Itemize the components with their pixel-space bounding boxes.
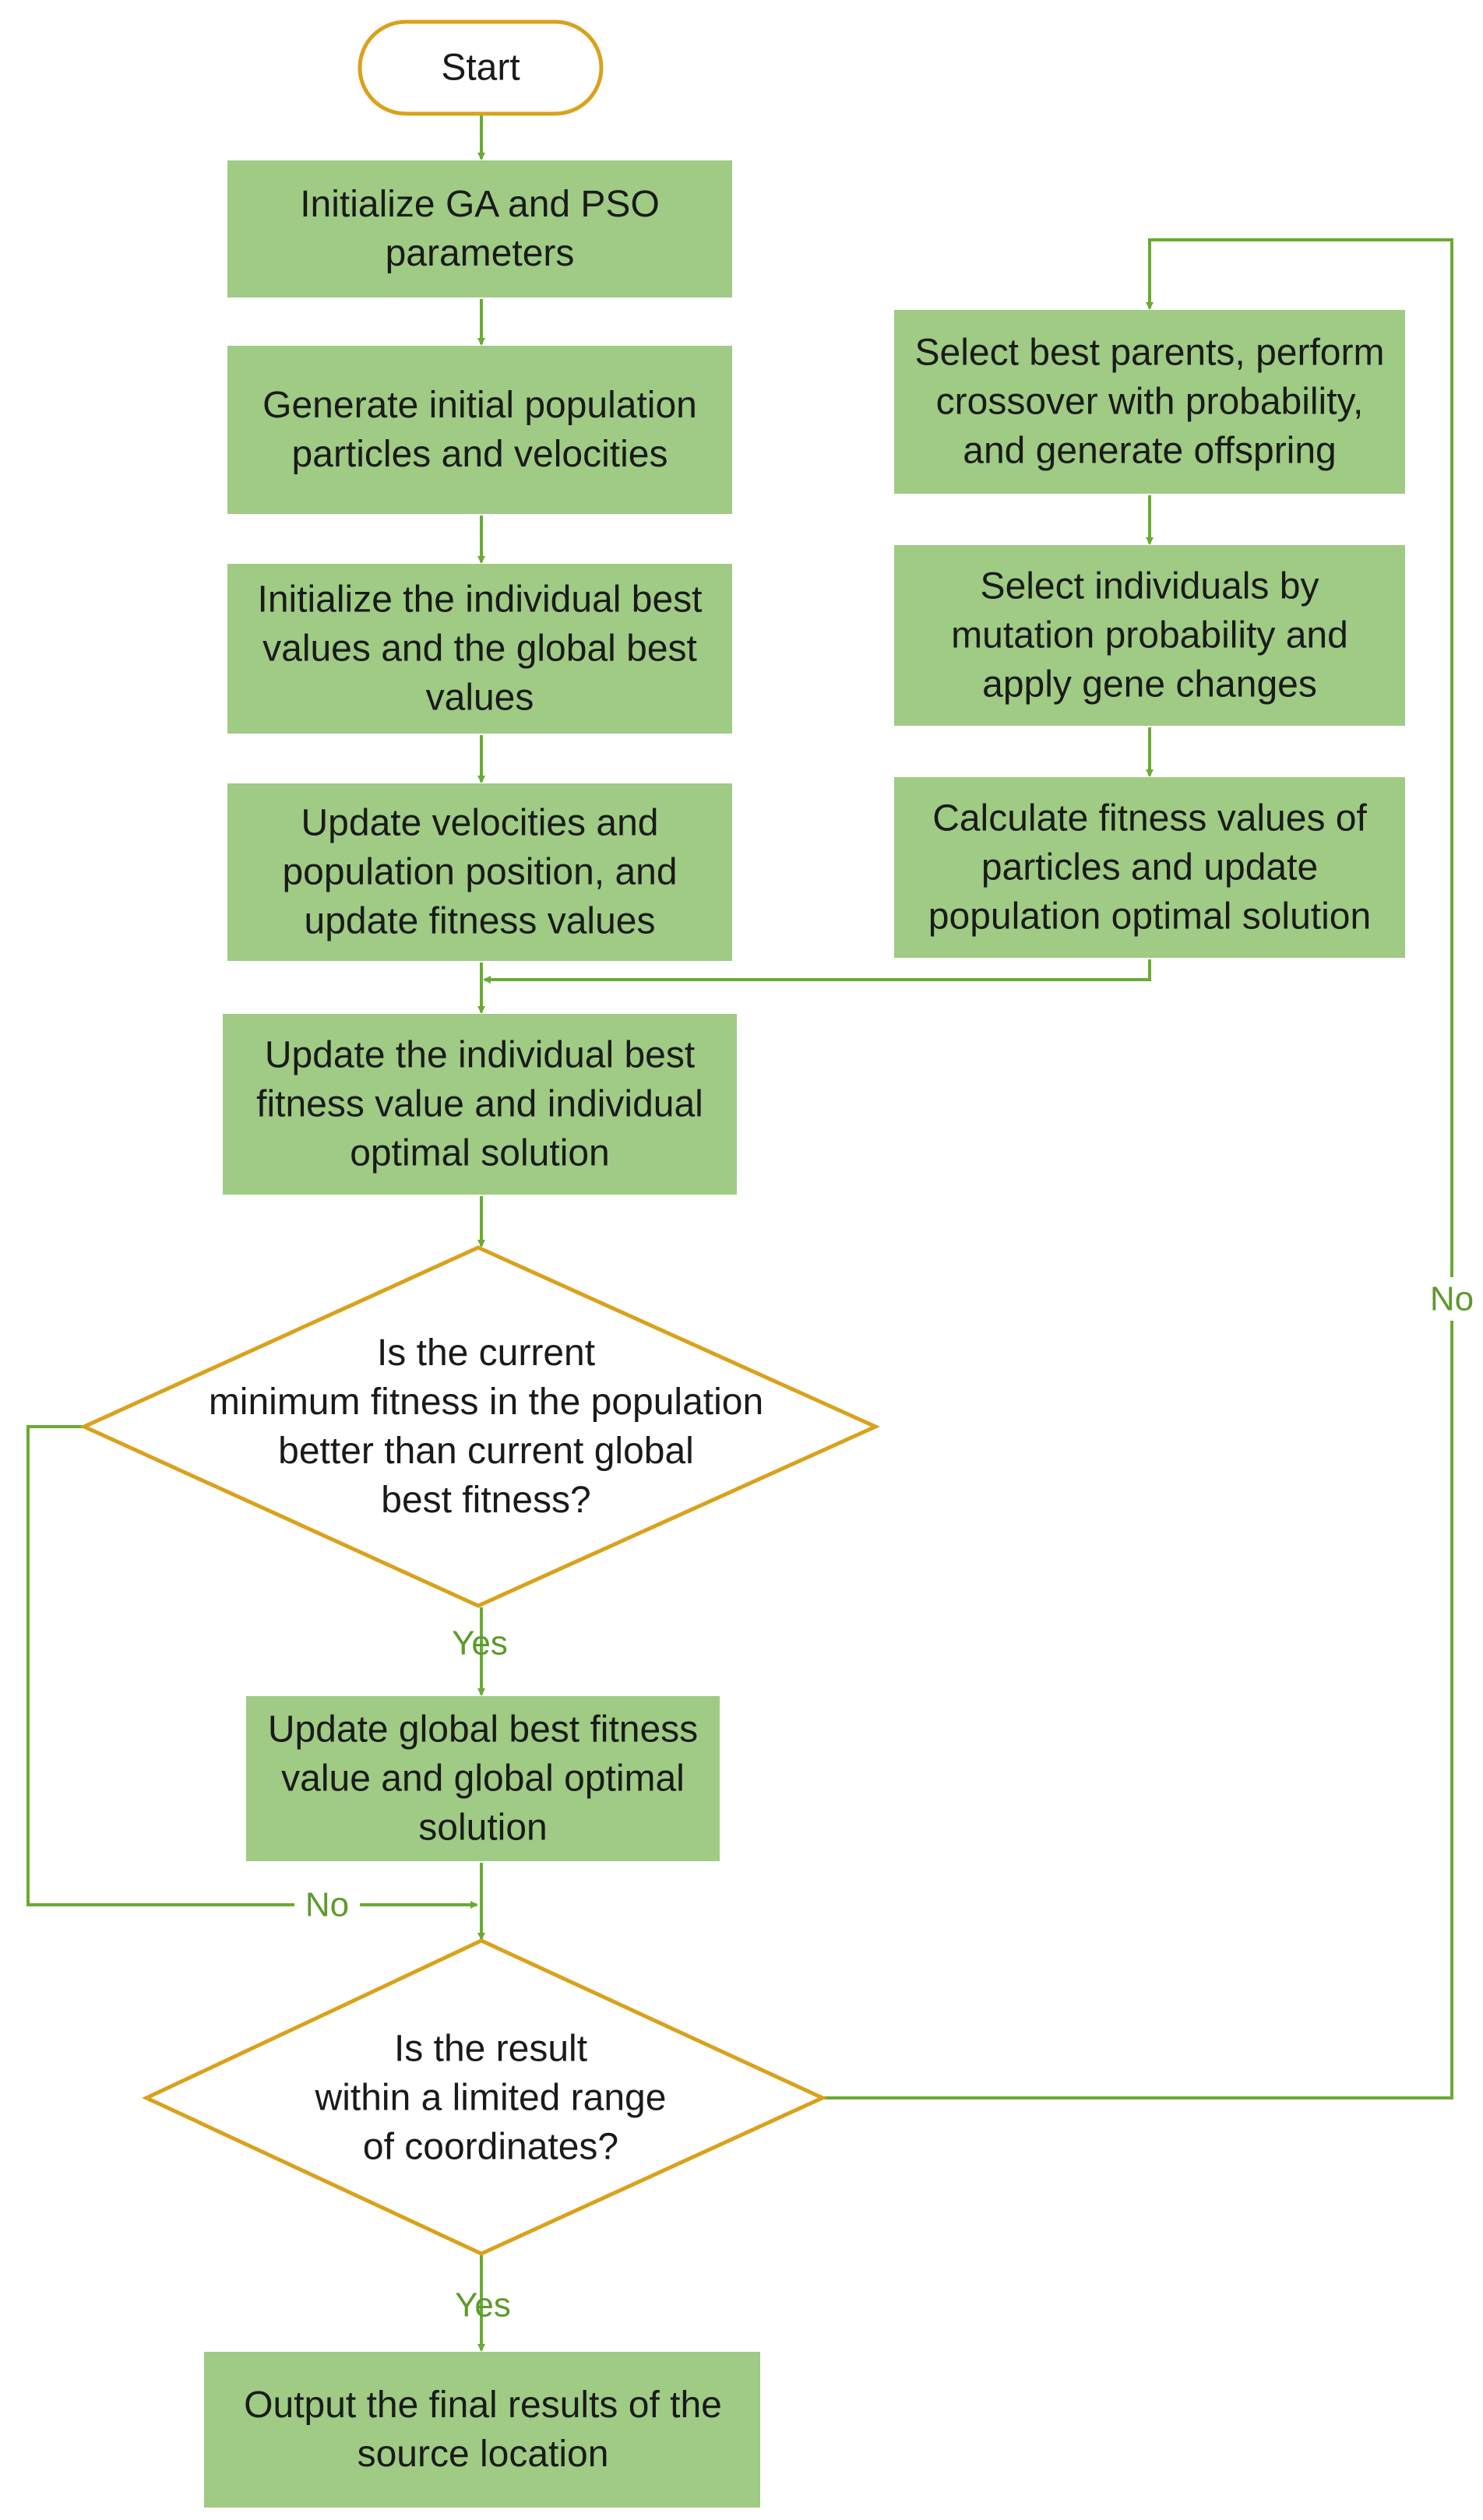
init-params-line: parameters: [386, 233, 575, 274]
decision-range-line: within a limited range: [315, 2078, 667, 2119]
update-velocities-text: Update velocities and population position…: [282, 803, 677, 942]
update-velocities-box: [227, 783, 732, 961]
calc-fitness-line: population optimal solution: [928, 896, 1371, 938]
decision-fitness-line: best fitness?: [381, 1480, 590, 1521]
label-range-yes: Yes: [455, 2286, 511, 2325]
mutation-line: Select individuals by: [981, 566, 1319, 607]
decision-range-text: Is the result within a limited range of co…: [315, 2029, 667, 2168]
crossover-line: Select best parents, perform: [915, 333, 1385, 374]
node-decision-range: Is the result within a limited range of co…: [142, 1938, 827, 2256]
crossover-box: [894, 310, 1405, 494]
start-line: Start: [441, 48, 520, 89]
crossover-line: and generate offspring: [963, 431, 1336, 472]
gen-population-box: [227, 346, 732, 514]
init-params-line: Initialize GA and PSO: [300, 184, 660, 225]
init-params-text: Initialize GA and PSO parameters: [300, 184, 660, 274]
decision-fitness-line: minimum fitness in the population: [209, 1381, 763, 1423]
gen-population-line: Generate initial population: [262, 385, 697, 426]
crossover-line: crossover with probability,: [936, 382, 1364, 423]
init-best-line: values: [426, 678, 534, 719]
mutation-text: Select individuals by mutation probabilit…: [951, 566, 1348, 706]
update-individual-box: [223, 1014, 737, 1195]
edge-range-no-loop: [823, 238, 1453, 2099]
gen-population-line: particles and velocities: [292, 434, 668, 475]
label-fitness-no-bg: [294, 1883, 360, 1925]
update-global-line: Update global best fitness: [268, 1709, 698, 1751]
calc-fitness-line: Calculate fitness values of: [932, 798, 1367, 839]
update-velocities-line: population position, and: [282, 852, 677, 893]
node-init-best: Initialize the individual best values and…: [227, 564, 732, 734]
start-text: Start: [441, 48, 520, 89]
output-box: [204, 2352, 760, 2508]
decision-fitness-line: better than current global: [278, 1431, 694, 1472]
node-output: Output the final results of the source lo…: [204, 2352, 760, 2508]
calc-fitness-text: Calculate fitness values of particles and…: [928, 798, 1371, 938]
init-best-line: values and the global best: [262, 628, 697, 670]
update-global-text: Update global best fitness value and glob…: [268, 1709, 698, 1849]
node-start: Start: [358, 19, 604, 116]
label-fitness-yes: Yes: [452, 1624, 508, 1663]
decision-fitness-line: Is the current: [377, 1332, 595, 1374]
edge-decision-no-bypass: [26, 1425, 478, 1909]
decision-fitness-text: Is the current minimum fitness in the pop…: [209, 1332, 763, 1521]
edge-fitness-merge: [483, 959, 1151, 984]
mutation-box: [894, 545, 1405, 726]
output-line: Output the final results of the: [244, 2384, 722, 2426]
output-line: source location: [358, 2434, 609, 2475]
calc-fitness-line: particles and update: [981, 847, 1318, 889]
update-individual-line: Update the individual best: [265, 1035, 695, 1076]
edges: [26, 115, 1453, 2352]
label-fitness-no: No: [305, 1886, 349, 1924]
label-range-no: No: [1430, 1280, 1474, 1318]
update-individual-text: Update the individual best fitness value …: [256, 1035, 703, 1174]
init-best-box: [227, 564, 732, 734]
decision-range-diamond: [142, 1938, 827, 2256]
decision-fitness-diamond: [79, 1245, 881, 1608]
crossover-text: Select best parents, perform crossover wi…: [915, 333, 1385, 472]
node-update-individual: Update the individual best fitness value …: [223, 1014, 737, 1195]
decision-range-line: of coordinates?: [363, 2127, 618, 2168]
label-range-no-bg: [1422, 1277, 1481, 1321]
mutation-line: apply gene changes: [982, 664, 1317, 706]
update-individual-line: optimal solution: [350, 1133, 610, 1174]
node-decision-fitness: Is the current minimum fitness in the pop…: [79, 1245, 881, 1608]
node-calc-fitness: Calculate fitness values of particles and…: [894, 777, 1405, 958]
update-global-line: value and global optimal: [281, 1758, 685, 1800]
gen-population-text: Generate initial population particles and…: [262, 385, 697, 475]
update-velocities-line: update fitness values: [305, 901, 656, 942]
decision-range-line: Is the result: [394, 2029, 587, 2070]
output-text: Output the final results of the source lo…: [244, 2384, 722, 2475]
start-terminal: [358, 19, 604, 116]
node-update-global: Update global best fitness value and glob…: [246, 1696, 720, 1861]
node-crossover: Select best parents, perform crossover wi…: [894, 310, 1405, 494]
update-individual-line: fitness value and individual: [256, 1084, 703, 1125]
node-update-velocities: Update velocities and population position…: [227, 783, 732, 961]
update-global-box: [246, 1696, 720, 1861]
update-global-line: solution: [418, 1807, 547, 1849]
calc-fitness-box: [894, 777, 1405, 958]
init-best-text: Initialize the individual best values and…: [257, 579, 702, 719]
mutation-line: mutation probability and: [951, 615, 1348, 656]
node-mutation: Select individuals by mutation probabilit…: [894, 545, 1405, 726]
init-params-box: [227, 160, 732, 297]
node-init-params: Initialize GA and PSO parameters: [227, 160, 732, 297]
init-best-line: Initialize the individual best: [257, 579, 702, 621]
node-gen-population: Generate initial population particles and…: [227, 346, 732, 514]
update-velocities-line: Update velocities and: [301, 803, 659, 844]
